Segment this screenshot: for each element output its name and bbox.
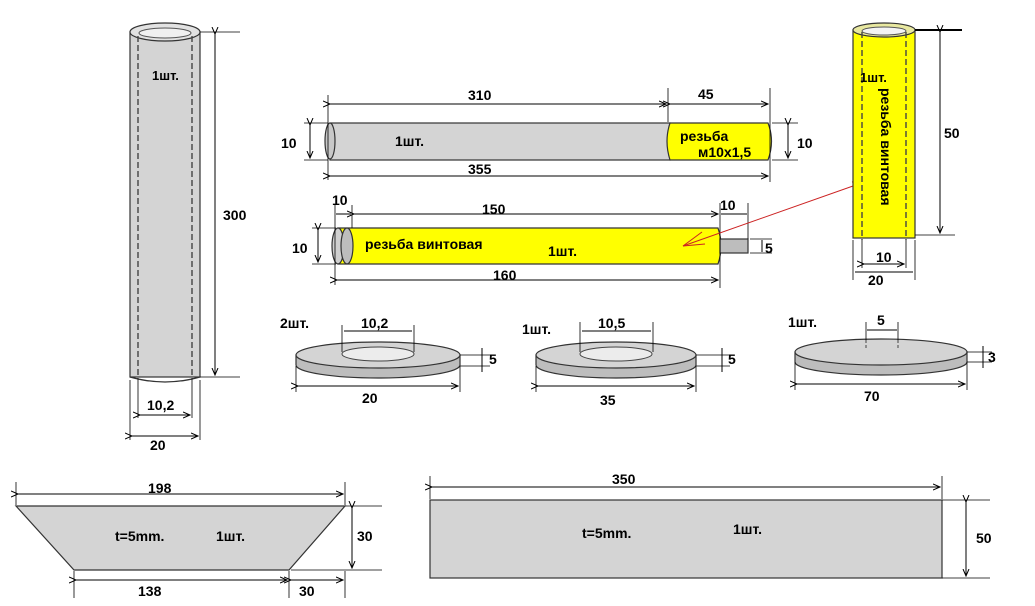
- nut-bore: [861, 26, 907, 36]
- washer-3-inner: 5: [877, 312, 885, 328]
- trapezoid-qty: 1шт.: [216, 528, 245, 544]
- tube-qty: 1шт.: [152, 68, 179, 83]
- screw-part: резьба винтовая 1шт. 10 150 10 160 10 5: [292, 179, 871, 288]
- washer-3-top: [794, 338, 968, 366]
- plate-shape: [429, 499, 943, 579]
- screw-head: 10: [332, 192, 348, 208]
- rod-body: [329, 122, 671, 161]
- trapezoid-thickness: t=5mm.: [115, 528, 164, 544]
- tube-body: [129, 31, 201, 378]
- nut-thread-label: резьба винтовая: [878, 88, 894, 206]
- rod-dia-left: 10: [281, 135, 297, 151]
- tube-outer: 20: [150, 437, 166, 453]
- rod-thread-label: резьба: [680, 128, 729, 144]
- washer-1-outer: 20: [362, 390, 378, 406]
- screw-tip-dia: 5: [765, 240, 773, 256]
- nut-height: 50: [944, 125, 960, 141]
- washer-2-qty: 1шт.: [522, 321, 551, 337]
- trapezoid-plate: t=5mm. 1шт. 198 138 30 30: [16, 480, 382, 599]
- trapezoid-height: 30: [357, 528, 373, 544]
- washer-3-outer: 70: [864, 388, 880, 404]
- screw-qty: 1шт.: [548, 243, 577, 259]
- screw-to-nut-arrow: [682, 179, 871, 247]
- tube-part: 1шт. 300 10,2 20: [129, 22, 247, 453]
- trapezoid-bottom: 138: [138, 583, 162, 599]
- washer-2-thick: 5: [728, 351, 736, 367]
- rect-plate: t=5mm. 1шт. 350 50: [429, 471, 992, 579]
- washer-3-qty: 1шт.: [788, 314, 817, 330]
- rod-part: 1шт. резьба м10х1,5 310 45 355 10 10: [281, 86, 813, 182]
- screw-total: 160: [493, 267, 517, 283]
- rod-qty: 1шт.: [395, 133, 424, 149]
- rod-thread-spec: м10х1,5: [698, 144, 751, 160]
- rod-end-ellipse: [324, 122, 336, 160]
- screw-tip-len: 10: [720, 197, 736, 213]
- plate-thickness: t=5mm.: [582, 525, 631, 541]
- trapezoid-shape: [14, 505, 347, 571]
- tube-bore: [138, 27, 192, 39]
- screw-body-len: 150: [482, 201, 506, 217]
- plate-width: 350: [612, 471, 636, 487]
- rod-thread-len: 45: [698, 86, 714, 102]
- screw-thread-label: резьба винтовая: [365, 236, 483, 252]
- rod-total: 355: [468, 161, 492, 177]
- washer-2-outer: 35: [600, 392, 616, 408]
- washer-3-thick: 3: [988, 349, 996, 365]
- washer-1-hole: [341, 346, 415, 362]
- screw-dia: 10: [292, 240, 308, 256]
- tube-inner: 10,2: [147, 397, 174, 413]
- nut-qty: 1шт.: [860, 70, 887, 85]
- washer-1-inner: 10,2: [361, 315, 388, 331]
- nut-outer: 20: [868, 272, 884, 288]
- plate-height: 50: [976, 530, 992, 546]
- nut-inner: 10: [876, 249, 892, 265]
- screw-tip: [719, 238, 749, 254]
- tube-height: 300: [223, 207, 247, 223]
- washer-2-inner: 10,5: [598, 315, 625, 331]
- washer-1-thick: 5: [489, 351, 497, 367]
- plate-qty: 1шт.: [733, 521, 762, 537]
- screw-to-nut-arrowhead-1: [682, 231, 706, 247]
- washer-2-hole: [579, 346, 653, 362]
- trapezoid-top: 198: [148, 480, 172, 496]
- washer-1: 2шт. 10,2 20 5: [280, 315, 497, 406]
- washer-3: 1шт. 5 70 3: [788, 312, 996, 404]
- nut-part: 1шт. резьба винтовая 50 10 20: [852, 22, 962, 288]
- trapezoid-offset: 30: [299, 583, 315, 599]
- screw-head-right: [340, 227, 354, 265]
- tube-bottom-edge: [129, 376, 201, 383]
- washer-1-qty: 2шт.: [280, 315, 309, 331]
- washer-2: 1шт. 10,5 35 5: [522, 315, 736, 408]
- rod-dia-right: 10: [797, 135, 813, 151]
- rod-main-len: 310: [468, 87, 492, 103]
